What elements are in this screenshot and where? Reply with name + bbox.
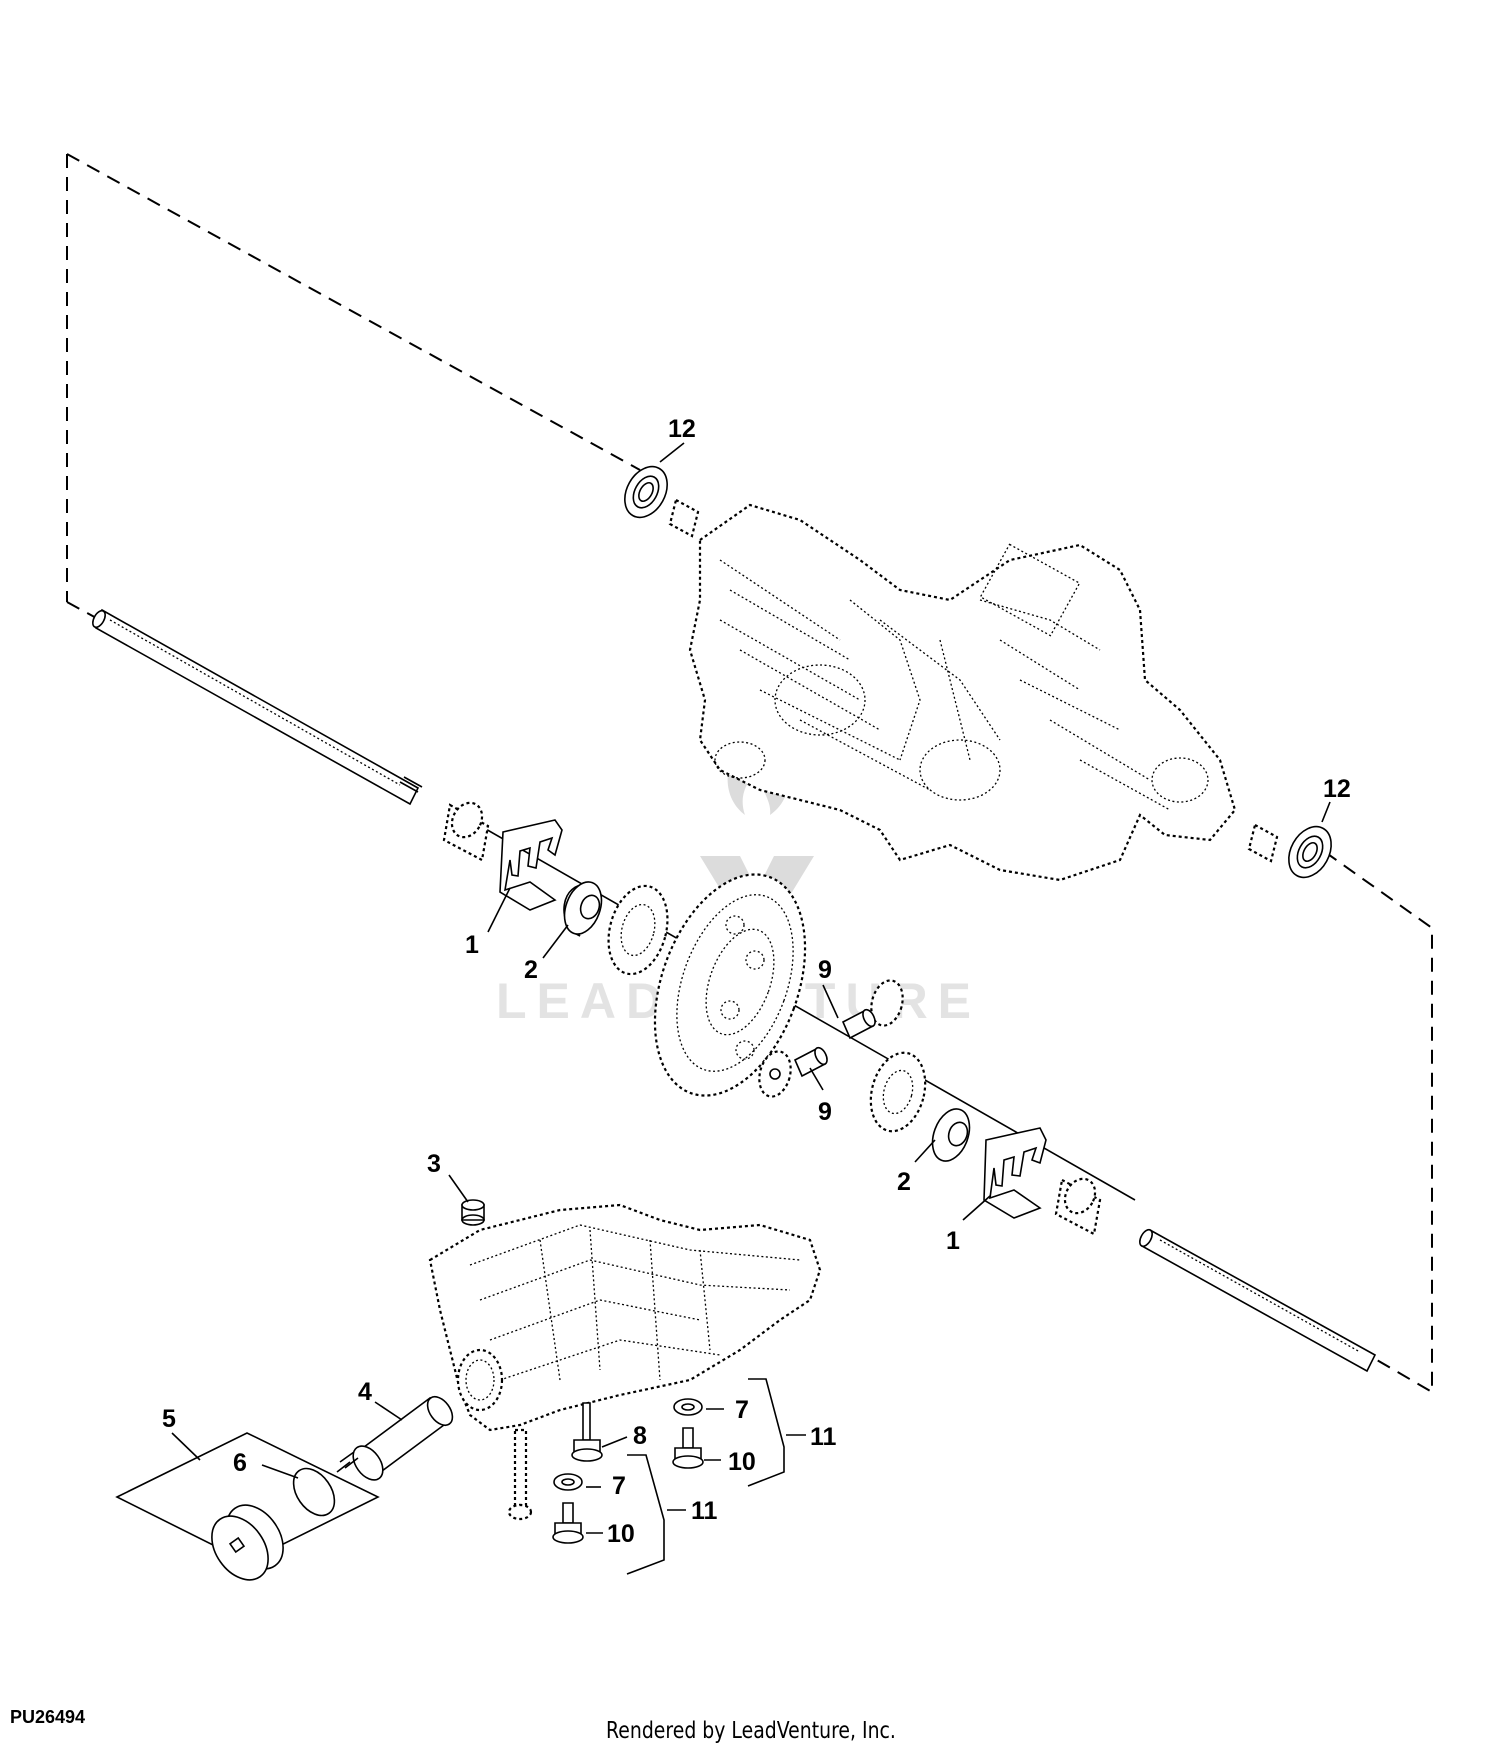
callout-7-lower: 7 [612, 1472, 626, 1500]
bracket-right [983, 1127, 1047, 1219]
callout-1-left: 1 [465, 931, 479, 959]
callout-9-bottom: 9 [818, 1098, 832, 1126]
callout-2-right: 2 [897, 1168, 911, 1196]
callout-12-right: 12 [1323, 775, 1351, 803]
clip-left [563, 881, 603, 937]
lower-housing [428, 1203, 822, 1432]
callout-10-upper: 10 [728, 1448, 756, 1476]
pinion-gear-upper [870, 979, 904, 1027]
assembly-line-left [66, 153, 641, 621]
callout-3: 3 [427, 1150, 441, 1178]
callout-9-top: 9 [818, 956, 832, 984]
left-axle-shaft [92, 608, 423, 806]
right-bearing-collar [1054, 1177, 1102, 1236]
bevel-gear-right [869, 1051, 927, 1133]
bolt-10-upper [672, 1427, 704, 1469]
callout-2-left: 2 [524, 956, 538, 984]
leader-lines [171, 442, 1331, 1534]
breather-cap [461, 1199, 485, 1226]
axle-bushing-upper [668, 498, 700, 538]
kit-bracket-lower [626, 1454, 665, 1575]
right-axle-shaft [1139, 1228, 1377, 1373]
callout-8: 8 [633, 1422, 647, 1450]
callout-5: 5 [162, 1405, 176, 1433]
callout-4: 4 [358, 1378, 372, 1406]
bevel-gear-left [607, 884, 669, 976]
axle-bushing-right [1247, 823, 1279, 863]
drain-plug [211, 1504, 284, 1581]
washer-7-lower [553, 1473, 583, 1491]
left-bearing-collar [442, 801, 490, 862]
callout-11-lower: 11 [691, 1497, 718, 1525]
bracket-left [499, 819, 563, 911]
callout-11-upper: 11 [810, 1423, 837, 1451]
pin-upper [841, 1008, 876, 1040]
callout-12-top: 12 [668, 415, 696, 443]
assembly-line-right [1324, 851, 1433, 1394]
bolt-8 [571, 1402, 603, 1462]
axle-seal-right [1288, 825, 1332, 879]
ring-gear [653, 873, 807, 1097]
figure-code: PU26494 [10, 1707, 86, 1727]
pinion-gear-lower [758, 1050, 792, 1098]
callout-10-lower: 10 [607, 1520, 635, 1548]
callout-1-right: 1 [946, 1227, 960, 1255]
bolt-10-lower [552, 1502, 584, 1544]
filter-element [336, 1395, 454, 1481]
pin-lower [793, 1046, 828, 1078]
render-credit: Rendered by LeadVenture, Inc. [606, 1718, 896, 1744]
transaxle-housing [688, 503, 1237, 882]
clip-right [931, 1108, 971, 1162]
callout-7-upper: 7 [735, 1396, 749, 1424]
washer-7-upper [673, 1398, 703, 1416]
axle-seal-upper [624, 465, 668, 519]
o-ring [292, 1467, 336, 1517]
housing-bolt [507, 1428, 533, 1521]
kit-outline [115, 1432, 380, 1563]
callout-6: 6 [233, 1449, 247, 1477]
kit-bracket-upper [747, 1378, 785, 1487]
